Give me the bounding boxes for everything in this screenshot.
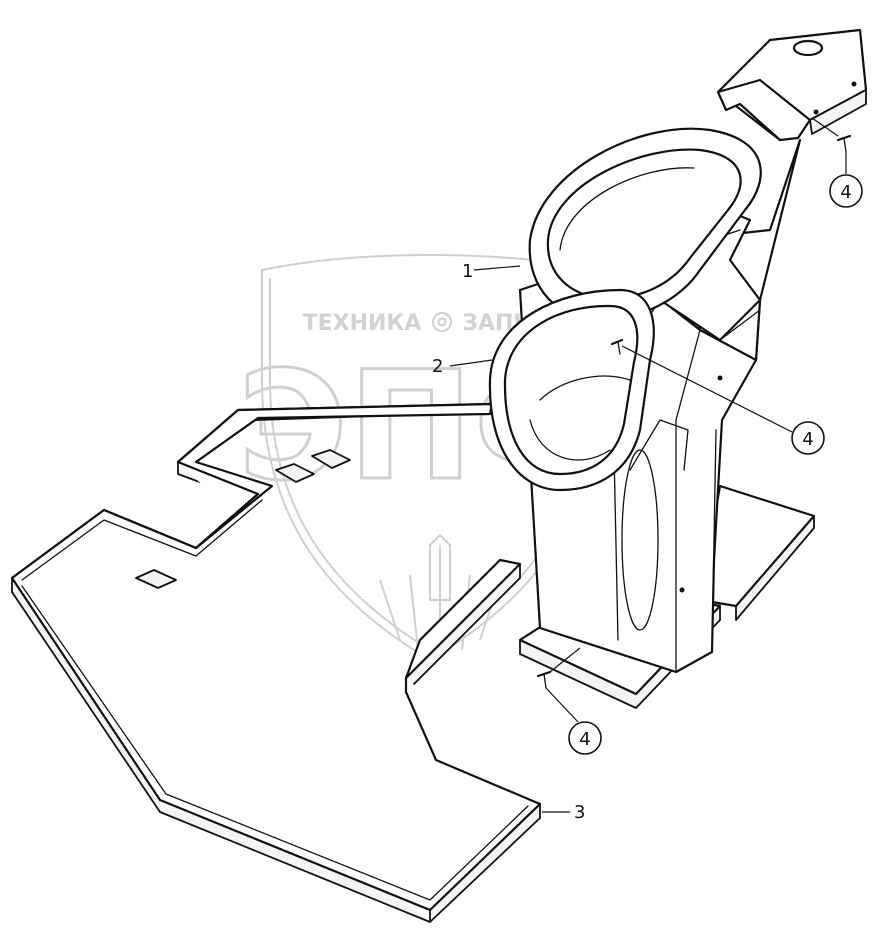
- gear-icon: [432, 312, 452, 332]
- callout-4-top-label: 4: [840, 182, 851, 203]
- callout-4-top: 4: [829, 152, 863, 208]
- callout-4-middle-label: 4: [802, 429, 813, 450]
- screw-bottom: [536, 647, 581, 689]
- callout-1: 1: [462, 261, 521, 282]
- top-cap: [716, 28, 868, 142]
- screw-top: [811, 117, 852, 153]
- wheat-icon: [379, 533, 501, 655]
- lower-boot-part-2: [488, 288, 655, 492]
- upper-boot-part-1: [528, 127, 762, 322]
- callout-2: 2: [432, 356, 493, 377]
- callout-4-middle: 4: [621, 345, 825, 455]
- watermark-left-text: ТЕХНИКА: [303, 311, 422, 336]
- mat-cutout: [135, 449, 351, 589]
- callout-4-bottom-label: 4: [579, 729, 590, 750]
- callout-3-label: 3: [574, 802, 585, 823]
- callout-4-bottom: 4: [545, 687, 602, 755]
- callout-3: 3: [542, 802, 585, 823]
- callout-2-label: 2: [432, 356, 443, 377]
- callout-1-label: 1: [462, 261, 473, 282]
- floor-mat-part-3: [10, 402, 542, 923]
- screw-middle: [610, 338, 624, 355]
